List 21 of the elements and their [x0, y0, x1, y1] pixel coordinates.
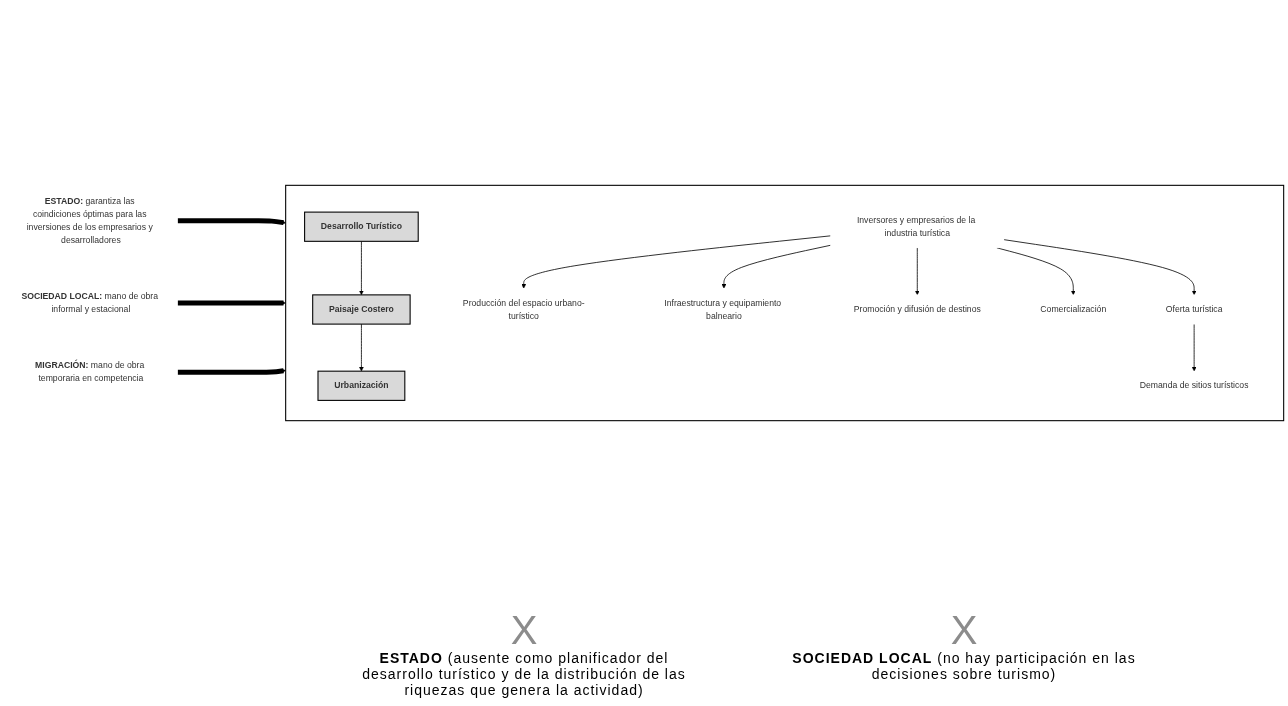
node-text: ESTADO: garantiza las coindiciones óptimas para las inversiones de los empresarios y desarrolladores: [26, 196, 153, 245]
node-text: Producción del espacio urbano-turístico: [462, 298, 585, 321]
node-text: SOCIEDAD LOCAL: mano de obra informal y estacional: [21, 291, 158, 314]
node-box: Urbanización: [317, 370, 406, 401]
node-text: Inversores y empresarios de la industria turística: [856, 215, 976, 238]
cross-mark: X: [510, 610, 538, 650]
node-box: Desarrollo Turístico: [304, 211, 419, 242]
note-text: ESTADO (ausente como planificador del desarrollo turístico y de la distribución de las riquezas que genera la actividad): [361, 650, 687, 698]
arrow: [177, 300, 286, 306]
arrow: [177, 218, 286, 225]
node-text: Oferta turística: [1165, 304, 1223, 314]
node-text: MIGRACIÓN: mano de obra temporaria en competencia: [35, 360, 145, 384]
cross-mark: X: [950, 610, 978, 650]
node-box: Paisaje Costero: [312, 294, 411, 325]
node-text: Demanda de sitios turísticos: [1139, 380, 1249, 391]
cluster: [285, 184, 1285, 422]
node-text: Promoción y difusión de destinos: [853, 304, 981, 314]
node-text: Comercialización: [1040, 304, 1107, 314]
arrow: [177, 368, 286, 375]
note-text: SOCIEDAD LOCAL (no hay participación en las decisiones sobre turismo): [791, 650, 1137, 682]
node-text: Infraestructura y equipamiento balneario: [664, 298, 782, 321]
